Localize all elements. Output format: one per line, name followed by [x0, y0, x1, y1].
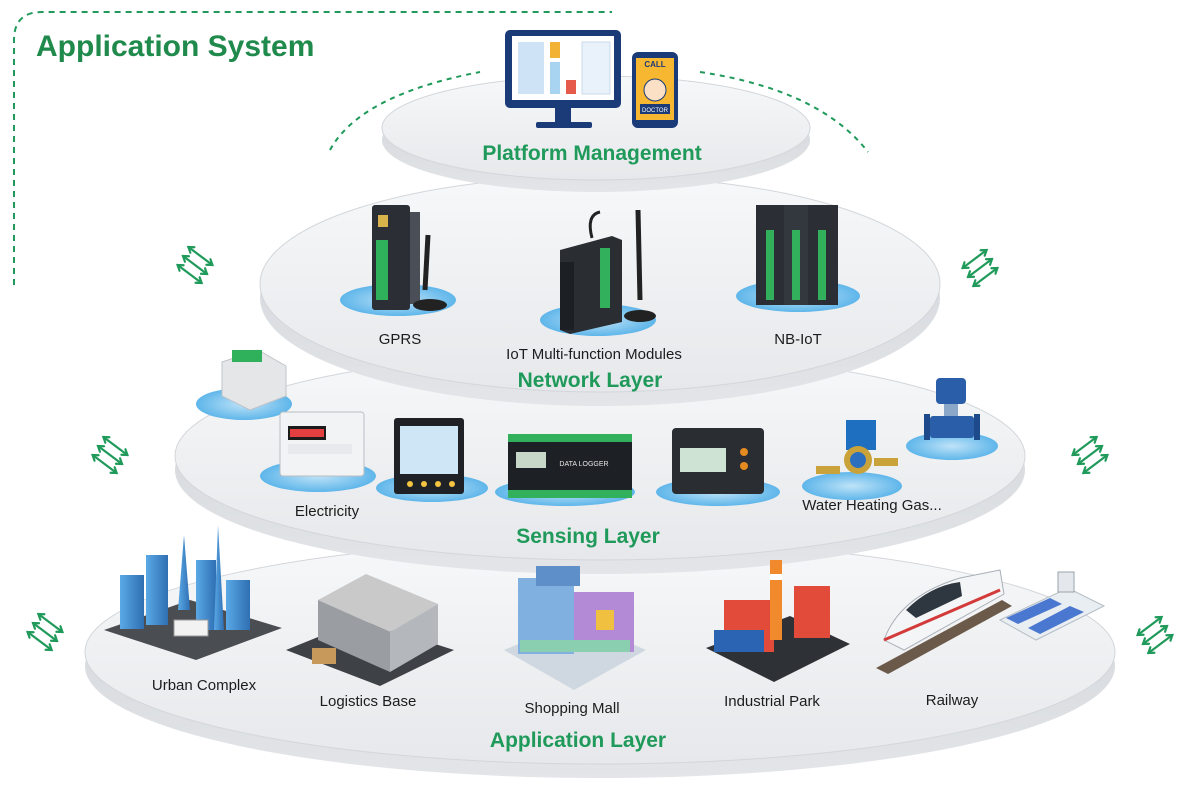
arrow-head — [36, 612, 46, 621]
arrow-head — [1089, 435, 1099, 444]
data-logger-icon: DATA LOGGER — [495, 434, 635, 506]
arrow-line — [1147, 633, 1174, 655]
monitor-icon — [505, 30, 621, 128]
arrow-head — [96, 444, 106, 453]
arrow-head — [55, 625, 64, 634]
arrow-head — [31, 621, 41, 630]
energy-meter-icon — [656, 428, 780, 506]
arrow-head — [1141, 637, 1151, 646]
application-item-urban-complex: Urban Complex — [151, 677, 257, 694]
phone-doctor-text: DOCTOR — [642, 108, 669, 114]
arrow-line — [91, 453, 118, 475]
arrow-head — [1136, 628, 1145, 637]
arrow-head — [961, 261, 970, 270]
arrow-head — [1146, 646, 1156, 655]
system-boundary-line — [13, 11, 612, 285]
arrow-head — [176, 263, 185, 272]
platform-arc-left — [329, 71, 481, 151]
arrow-head — [1165, 633, 1174, 642]
arrow-head — [1100, 453, 1109, 462]
arrow-head — [120, 448, 129, 457]
arrow-line — [96, 444, 124, 466]
application-item-railway: Railway — [925, 692, 979, 709]
platform-management-title: Platform Management — [482, 142, 702, 165]
iot-module-icon — [540, 209, 656, 336]
arrow-head — [979, 248, 989, 257]
application-system-title: Application System — [36, 30, 315, 63]
industrial-park-icon — [706, 560, 850, 682]
arrow-line — [1076, 444, 1104, 466]
arrow-head — [1159, 624, 1169, 633]
application-item-logistics-base: Logistics Base — [319, 693, 417, 710]
arrow-head — [26, 630, 35, 639]
arrow-line — [972, 266, 999, 288]
arrow-head — [114, 457, 124, 466]
water-meter-icon — [802, 420, 902, 500]
railway-icon — [876, 569, 1106, 674]
arrow-line — [176, 263, 203, 285]
arrow-head — [44, 643, 54, 652]
urban-complex-icon — [104, 525, 282, 660]
phone-call-text: CALL — [644, 60, 665, 69]
application-layer-title: Application Layer — [489, 729, 667, 752]
shopping-mall-icon — [504, 566, 646, 690]
arrow-line — [187, 245, 214, 267]
arrow-head — [49, 634, 59, 643]
arrow-line — [1082, 453, 1109, 475]
arrow-head — [91, 453, 100, 462]
electricity-meter-icon — [260, 411, 376, 492]
arrow-head — [990, 266, 999, 275]
platform-arc-right — [699, 71, 869, 153]
arrow-head — [101, 435, 111, 444]
sensing-layer-title: Sensing Layer — [516, 525, 660, 548]
platform-disc — [381, 75, 811, 192]
data-logger-text: DATA LOGGER — [559, 461, 608, 468]
arrow-line — [31, 621, 59, 643]
arrow-line — [37, 612, 64, 634]
arrow-line — [102, 435, 129, 457]
arrow-line — [1071, 435, 1098, 457]
arrow-line — [966, 257, 994, 279]
network-item-iot-modules: IoT Multi-function Modules — [506, 346, 682, 363]
sensing-item-water-heating-gas: Water Heating Gas... — [802, 497, 942, 514]
logistics-base-icon — [286, 574, 454, 686]
arrow-head — [205, 258, 214, 267]
arrow-head — [1081, 466, 1091, 475]
network-layer-title: Network Layer — [517, 369, 663, 392]
gprs-module-icon — [340, 205, 456, 316]
arrows-icon — [26, 245, 1174, 655]
arrow-head — [1076, 457, 1086, 466]
arrow-head — [966, 270, 976, 279]
arrow-head — [984, 257, 994, 266]
flow-meter-icon — [906, 378, 998, 460]
arrow-head — [181, 254, 191, 263]
arrow-head — [186, 245, 196, 254]
arrow-head — [1154, 615, 1164, 624]
application-item-industrial-park: Industrial Park — [724, 693, 820, 710]
power-analyzer-icon — [376, 418, 488, 502]
network-item-gprs: GPRS — [378, 331, 422, 348]
phone-icon: CALL DOCTOR — [632, 52, 678, 128]
arrow-head — [194, 276, 204, 285]
arrow-head — [971, 279, 981, 288]
nbiot-module-icon — [736, 205, 860, 312]
arrow-line — [1141, 624, 1169, 646]
application-item-shopping-mall: Shopping Mall — [524, 700, 620, 717]
arrow-head — [1071, 448, 1080, 457]
arrow-head — [109, 466, 119, 475]
din-meter-icon — [196, 349, 292, 420]
arrow-line — [961, 248, 988, 270]
arrow-head — [199, 267, 209, 276]
network-item-nbiot: NB-IoT — [774, 331, 822, 348]
sensing-item-electricity: Electricity — [294, 503, 360, 520]
arrow-line — [1136, 615, 1163, 637]
arrow-head — [1094, 444, 1104, 453]
arrow-line — [26, 630, 53, 652]
arrow-line — [181, 254, 209, 276]
